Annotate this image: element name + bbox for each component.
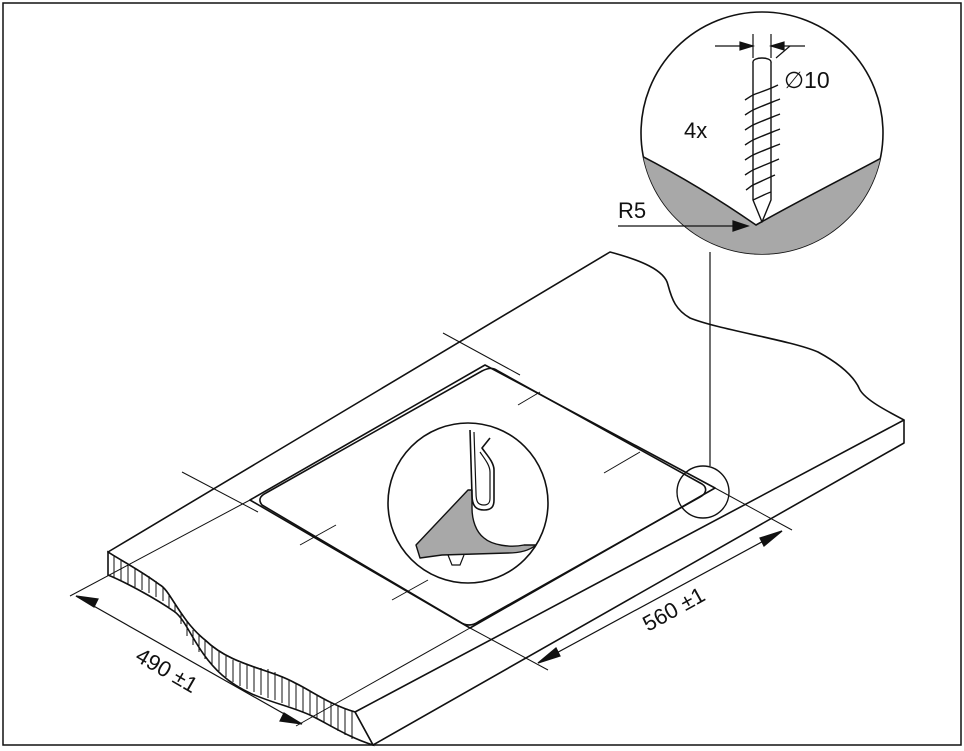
dimension-490-label: 490 ±1 bbox=[132, 643, 203, 698]
quantity-label: 4x bbox=[684, 118, 707, 143]
radius-label: R5 bbox=[618, 198, 646, 223]
screw-thread-backs bbox=[744, 94, 754, 191]
screw-body bbox=[752, 62, 772, 223]
worktop-broken-section bbox=[107, 550, 375, 747]
diameter-dimension bbox=[715, 34, 805, 59]
corner-detail-marker bbox=[676, 465, 730, 519]
dimension-490 bbox=[75, 595, 303, 725]
clamp-detail bbox=[387, 422, 549, 584]
dim-arrow-560-start bbox=[537, 647, 561, 664]
clamp-spring bbox=[469, 429, 495, 511]
clamp-profile bbox=[415, 489, 537, 559]
zoom-detail: ∅10 4x R5 bbox=[618, 11, 884, 255]
break-band bbox=[107, 550, 375, 747]
radius-leader bbox=[618, 220, 750, 232]
diameter-label: ∅10 bbox=[784, 67, 830, 93]
center-lines bbox=[69, 332, 793, 727]
clamp-spring-inner bbox=[473, 431, 491, 506]
clamp-foot bbox=[447, 554, 465, 566]
cutout-inner-edge bbox=[259, 367, 707, 626]
dimension-560 bbox=[537, 530, 783, 664]
dim-arrow-560-end bbox=[759, 530, 783, 547]
screw-threads bbox=[752, 84, 781, 201]
break-hatching bbox=[113, 556, 353, 739]
dim-arrow-490-end bbox=[279, 712, 303, 725]
dim-arrow-490-start bbox=[75, 595, 99, 608]
screw bbox=[744, 57, 781, 223]
